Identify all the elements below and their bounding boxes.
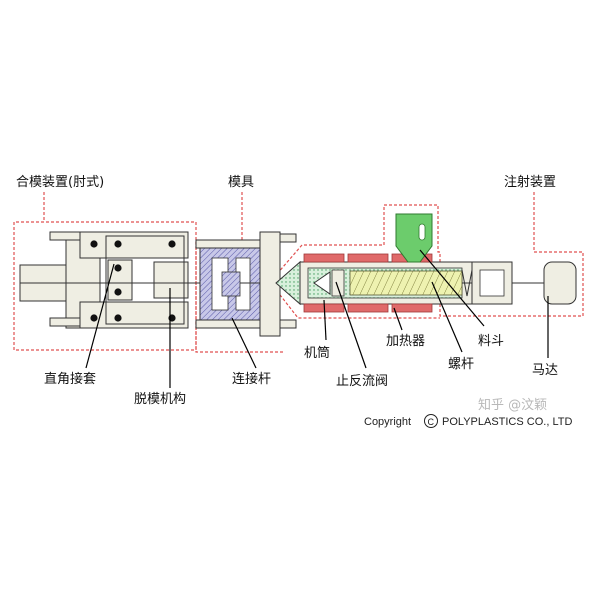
tie-rod-right-top: [279, 233, 297, 243]
motor: [543, 261, 577, 305]
pin-5: [114, 288, 122, 296]
leader-check-valve: [335, 281, 367, 369]
heater-top-1: [303, 253, 345, 263]
platen-left-bottom-bar: [195, 319, 261, 329]
platen-left-top-bar: [195, 239, 261, 249]
mold-core: [221, 271, 241, 297]
copyright-symbol: C: [428, 417, 435, 427]
label-mold: 模具: [228, 175, 254, 190]
label-injection-unit: 注射装置: [504, 174, 556, 190]
leader-right-angle-sleeve: [85, 263, 115, 369]
tie-rod-right-bottom: [279, 319, 297, 329]
tie-rod-top: [49, 231, 81, 241]
heater-top-2: [347, 253, 389, 263]
leader-screw: [431, 281, 463, 353]
leader-heater: [393, 307, 403, 331]
pin-7: [114, 314, 122, 322]
label-check-valve: 止反流阀: [336, 374, 388, 389]
label-right-angle-sleeve: 直角接套: [44, 371, 96, 387]
leader-hopper: [419, 249, 485, 327]
label-heater: 加热器: [386, 334, 425, 349]
injection-cylinder-inner: [479, 269, 505, 297]
tie-rod-bottom: [49, 317, 81, 327]
check-valve-tip: [313, 271, 331, 295]
label-motor: 马达: [532, 363, 558, 378]
pin-4: [114, 264, 122, 272]
pin-6: [90, 314, 98, 322]
label-demold-mechanism: 脱模机构: [134, 392, 186, 407]
leader-barrel: [323, 299, 327, 341]
check-valve-ring: [331, 269, 345, 297]
toggle-pin-frame: [105, 235, 185, 325]
moving-platen-block: [153, 261, 189, 299]
screw-body: [349, 270, 463, 296]
watermark-text: 知乎 @汶颖: [478, 397, 547, 413]
label-hopper: 料斗: [478, 334, 504, 349]
pin-3: [168, 240, 176, 248]
label-screw: 螺杆: [448, 357, 474, 372]
label-barrel: 机筒: [304, 345, 330, 361]
injection-unit: [275, 213, 577, 313]
heater-bottom-2: [347, 303, 389, 313]
heater-bottom-3: [391, 303, 433, 313]
label-tie-rod: 连接杆: [232, 371, 271, 387]
pin-2: [114, 240, 122, 248]
clamp-unit-outline: [13, 192, 197, 351]
copyright-prefix: Copyright: [364, 416, 411, 428]
copyright-symbol-ring: [424, 414, 438, 428]
hopper-window: [418, 223, 426, 241]
pin-1: [90, 240, 98, 248]
leader-tie-rod: [231, 317, 257, 369]
label-clamp-unit: 合模装置(肘式): [16, 175, 104, 190]
copyright-text: POLYPLASTICS CO., LTD: [442, 416, 572, 428]
mold: [195, 231, 297, 337]
